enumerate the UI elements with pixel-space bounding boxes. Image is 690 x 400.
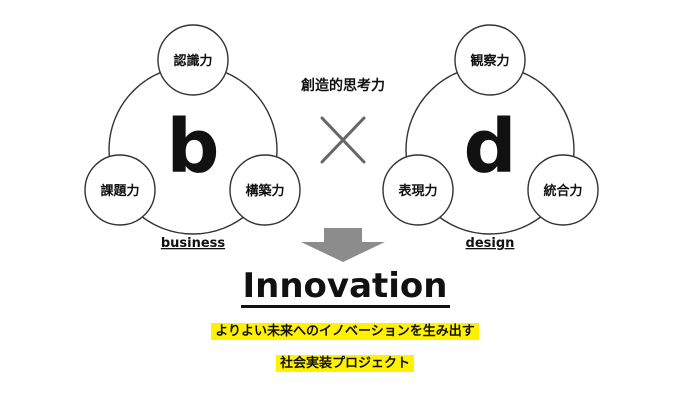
left-node-right-label: 構築力	[245, 183, 284, 199]
right-node-right-label: 統合力	[543, 183, 582, 199]
right-node-left-label: 表現力	[397, 183, 437, 199]
innovation-title: Innovation	[0, 266, 690, 308]
down-arrow-icon	[301, 228, 385, 262]
left-node-right-circle	[229, 154, 301, 226]
cross-icon	[320, 116, 366, 164]
right-node-left-circle	[382, 154, 454, 226]
left-node-left-circle	[84, 154, 156, 226]
left-letter: b	[167, 104, 220, 190]
tagline-line-1-text: よりよい未来へのイノベーションを生み出す	[211, 323, 479, 340]
tagline-line-2: 社会実装プロジェクト	[0, 352, 690, 372]
tagline-line-1: よりよい未来へのイノベーションを生み出す	[0, 320, 690, 340]
center-label: 創造的思考力	[300, 77, 385, 94]
left-group-label: business	[161, 236, 226, 251]
right-group-label: design	[466, 236, 515, 251]
right-node-top-label: 観察力	[469, 53, 509, 69]
right-node-top-circle	[454, 24, 526, 96]
left-node-top-circle	[157, 24, 229, 96]
tagline-line-2-text: 社会実装プロジェクト	[275, 355, 414, 372]
right-letter: d	[464, 104, 517, 190]
innovation-title-text: Innovation	[240, 266, 450, 308]
right-node-right-circle	[527, 154, 599, 226]
left-node-left-label: 課題力	[100, 183, 139, 199]
left-node-top-label: 認識力	[173, 53, 212, 69]
